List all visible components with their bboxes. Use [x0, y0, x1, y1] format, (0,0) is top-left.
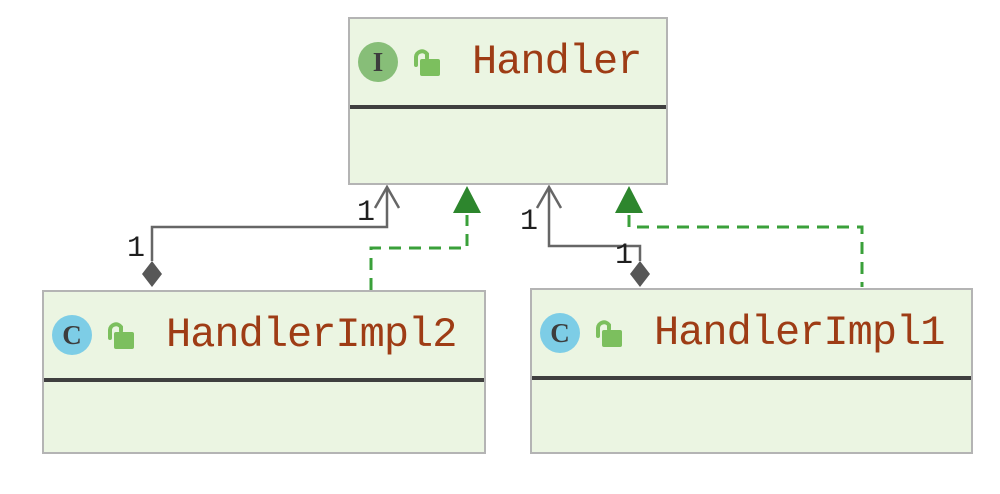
compartment-separator	[44, 378, 484, 382]
open-lock-icon	[104, 319, 136, 351]
compartment-separator	[532, 376, 971, 380]
interface-icon: I	[358, 42, 398, 82]
open-arrowhead-icon	[535, 184, 563, 209]
node-title-row: C HandlerImpl2	[44, 292, 484, 378]
realization-triangle-icon	[453, 186, 481, 213]
multiplicity-label: 1	[519, 205, 538, 239]
members-compartment	[350, 109, 666, 183]
class-node-handlerimpl1[interactable]: C HandlerImpl1	[530, 288, 973, 454]
class-name: Handler	[472, 38, 642, 86]
class-node-handlerimpl2[interactable]: C HandlerImpl2	[42, 290, 486, 454]
open-lock-icon	[410, 46, 442, 78]
multiplicity-label: 1	[126, 232, 145, 266]
class-name: HandlerImpl1	[654, 309, 945, 357]
members-compartment	[44, 382, 484, 452]
class-node-handler[interactable]: I Handler	[348, 17, 668, 185]
edge-realization-impl2-handler[interactable]	[369, 215, 469, 290]
class-icon: C	[540, 313, 580, 353]
class-name: HandlerImpl2	[166, 311, 457, 359]
open-lock-icon	[592, 317, 624, 349]
aggregation-diamond-icon	[142, 261, 162, 287]
class-icon: C	[52, 315, 92, 355]
edge-realization-impl1-handler[interactable]	[627, 215, 864, 287]
realization-triangle-icon	[615, 186, 643, 213]
compartment-separator	[350, 105, 666, 109]
multiplicity-label: 1	[356, 196, 375, 230]
node-title-row: I Handler	[350, 19, 666, 105]
node-title-row: C HandlerImpl1	[532, 290, 971, 376]
members-compartment	[532, 380, 971, 452]
multiplicity-label: 1	[614, 239, 633, 273]
